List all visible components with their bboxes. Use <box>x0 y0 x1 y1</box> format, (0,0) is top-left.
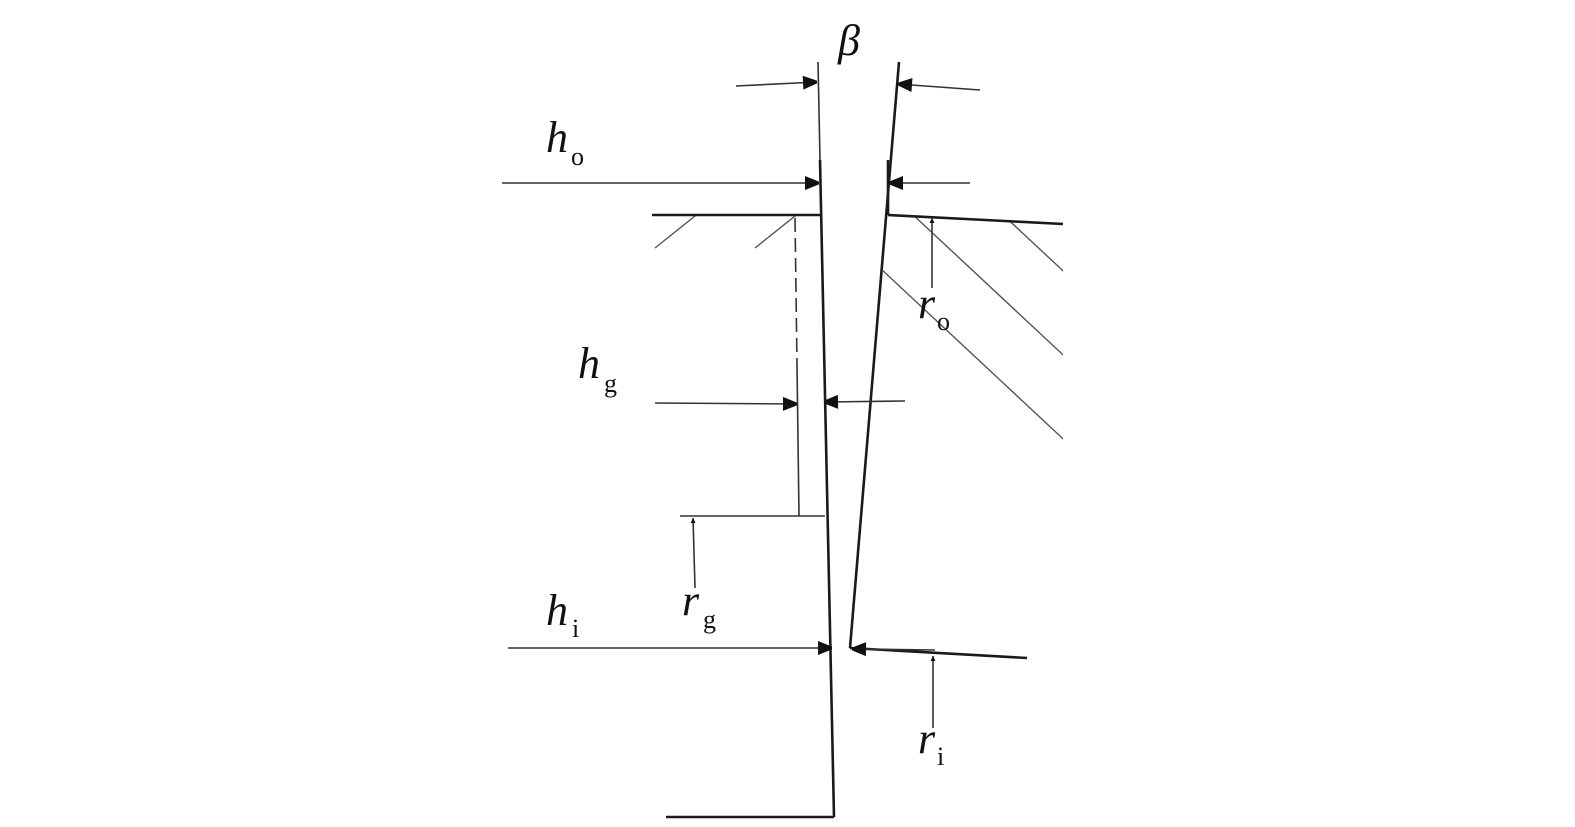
hatch-line <box>1420 100 1575 660</box>
hatch-line <box>1155 0 1575 248</box>
svg-text:h: h <box>546 113 568 162</box>
hatch-line <box>1055 0 1575 248</box>
r-g-label: r g <box>682 576 716 634</box>
hatch-line <box>969 215 1063 658</box>
beta-right-arrow <box>897 78 981 93</box>
hatch-line <box>1510 100 1575 660</box>
svg-text:o: o <box>937 307 950 336</box>
hatch-line <box>1355 0 1575 248</box>
hatch-line <box>1150 100 1575 660</box>
left-body-hatching <box>654 0 1575 249</box>
right-body-hatching <box>850 100 1575 660</box>
h-o-label: h o <box>546 113 584 171</box>
svg-text:r: r <box>682 576 700 625</box>
h-g-right-arrow <box>823 394 906 409</box>
hatch-line <box>1455 0 1575 248</box>
beta-label: β <box>837 16 860 65</box>
svg-text:i: i <box>937 742 944 771</box>
hatch-line <box>955 0 1555 248</box>
hatch-line <box>1330 100 1575 660</box>
h-i-right-arrow <box>851 642 936 657</box>
svg-text:r: r <box>918 279 936 328</box>
svg-text:i: i <box>572 614 579 643</box>
svg-text:g: g <box>604 369 617 398</box>
right-body-outline <box>848 61 1064 660</box>
hatch-line <box>1059 215 1063 658</box>
h-i-label: h i <box>546 586 579 643</box>
r-o-label: r o <box>918 279 950 336</box>
svg-text:r: r <box>918 714 936 763</box>
svg-text:g: g <box>703 605 716 634</box>
h-g-left-arrow <box>654 396 798 411</box>
hatch-line <box>850 215 1063 658</box>
hatch-line <box>879 215 1063 658</box>
h-g-label: h g <box>578 339 617 398</box>
beta-left-arrow <box>735 75 818 90</box>
hatch-line <box>1240 100 1575 660</box>
hatch-line <box>850 215 1063 658</box>
hatch-line <box>1255 0 1575 248</box>
r-g-arrow <box>690 517 696 589</box>
left-body-outline <box>652 61 836 819</box>
r-i-label: r i <box>918 714 944 771</box>
svg-text:o: o <box>571 142 584 171</box>
hatch-line <box>654 215 834 249</box>
svg-text:h: h <box>546 586 568 635</box>
hatch-line <box>855 0 1455 248</box>
svg-text:h: h <box>578 339 600 388</box>
